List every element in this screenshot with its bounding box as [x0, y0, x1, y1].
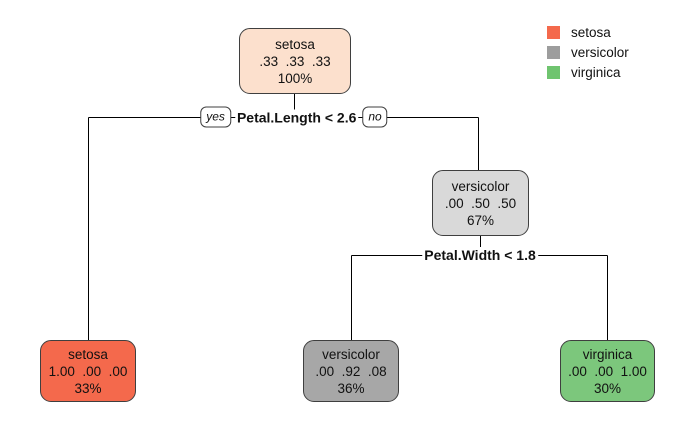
legend-swatch-versicolor — [547, 46, 560, 59]
node-class-label: setosa — [68, 346, 108, 362]
legend-swatch-virginica — [547, 66, 560, 79]
node-class-label: setosa — [275, 36, 315, 52]
node-internal-versicolor: versicolor .00 .50 .50 67% — [432, 170, 529, 236]
branch-line-split1 — [88, 94, 479, 340]
legend-item-virginica: virginica — [547, 65, 629, 80]
leaf-virginica: virginica .00 .00 1.00 30% — [560, 340, 655, 402]
legend: setosa versicolor virginica — [547, 25, 629, 80]
split-condition: Petal.Length < 2.6 — [234, 109, 359, 125]
legend-label: versicolor — [571, 45, 629, 60]
legend-swatch-setosa — [547, 26, 560, 39]
node-coverage-percent: 33% — [74, 380, 102, 396]
legend-item-versicolor: versicolor — [547, 45, 629, 60]
node-coverage-percent: 30% — [593, 380, 622, 396]
node-probabilities: .00 .00 1.00 — [568, 363, 647, 379]
node-class-label: versicolor — [451, 178, 510, 194]
node-probabilities: .00 .92 .08 — [315, 363, 387, 379]
node-coverage-percent: 67% — [466, 212, 495, 228]
no-branch-label: no — [362, 106, 388, 128]
legend-label: virginica — [571, 65, 621, 80]
node-class-label: virginica — [582, 346, 633, 362]
node-class-label: versicolor — [322, 346, 380, 362]
node-coverage-percent: 100% — [277, 70, 313, 86]
legend-item-setosa: setosa — [547, 25, 629, 40]
yes-branch-label: yes — [200, 106, 231, 128]
node-probabilities: 1.00 .00 .00 — [48, 363, 128, 379]
split-condition: Petal.Width < 1.8 — [422, 247, 538, 263]
legend-label: setosa — [571, 25, 611, 40]
split-petal-length: yes Petal.Length < 2.6 no — [200, 106, 388, 128]
node-coverage-percent: 36% — [337, 380, 365, 396]
node-root-setosa: setosa .33 .33 .33 100% — [239, 28, 351, 94]
leaf-versicolor: versicolor .00 .92 .08 36% — [303, 340, 399, 402]
split-petal-width: Petal.Width < 1.8 — [422, 247, 538, 263]
leaf-setosa: setosa 1.00 .00 .00 33% — [40, 340, 136, 402]
node-probabilities: .33 .33 .33 — [259, 53, 331, 69]
node-probabilities: .00 .50 .50 — [444, 195, 517, 211]
